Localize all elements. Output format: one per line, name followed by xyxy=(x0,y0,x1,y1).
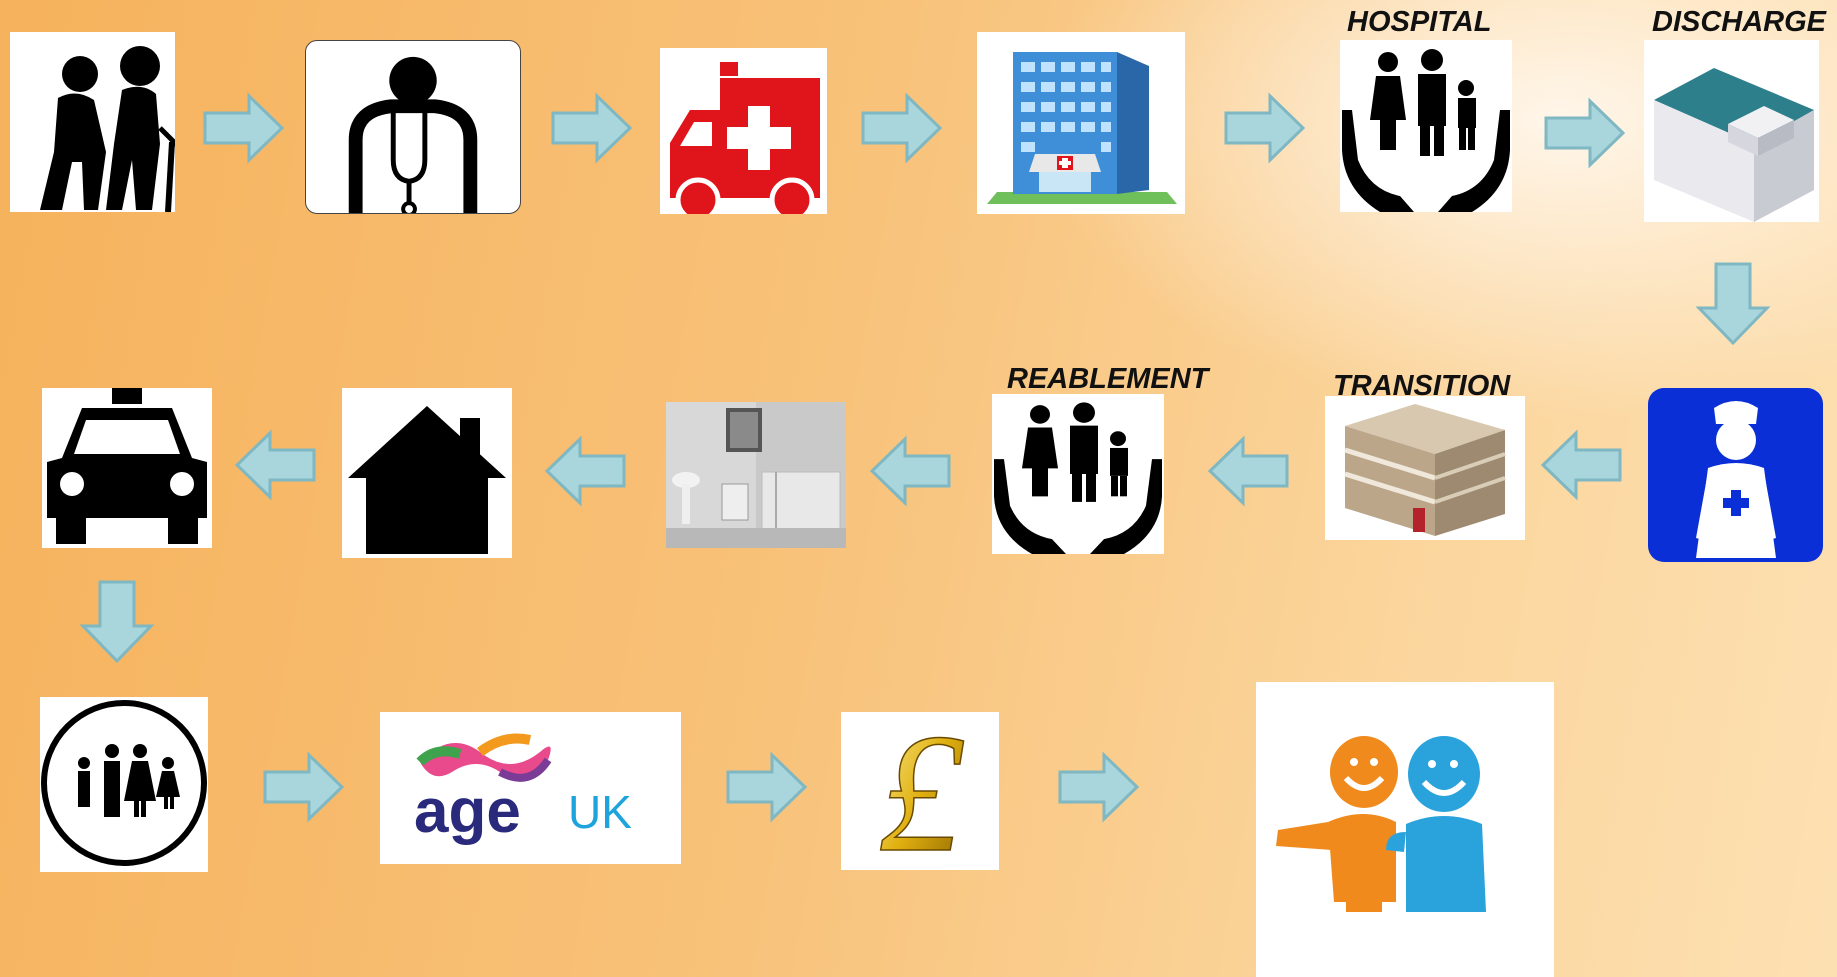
arrow-left xyxy=(869,435,951,507)
family-care-hands-icon xyxy=(992,394,1164,554)
hospital-label: HOSPITAL xyxy=(1347,6,1492,38)
pound-sign: £ xyxy=(879,712,965,870)
discharge-label: DISCHARGE xyxy=(1652,6,1827,38)
arrow-right xyxy=(1544,97,1626,169)
age-uk-logo-uk: UK xyxy=(568,786,632,838)
arrow-right xyxy=(1058,751,1140,823)
family-care-hands-icon xyxy=(1340,40,1512,212)
arrow-left xyxy=(1207,435,1289,507)
pound-sign-icon: £ xyxy=(841,712,999,870)
friends-icon xyxy=(1256,682,1554,977)
reablement-label: REABLEMENT xyxy=(1007,363,1209,395)
ambulance-icon xyxy=(660,48,827,214)
elderly-couple-icon xyxy=(10,32,175,212)
arrow-left xyxy=(1540,429,1622,501)
arrow-right xyxy=(861,92,943,164)
arrow-right xyxy=(1224,92,1306,164)
arrow-right xyxy=(551,92,633,164)
house-icon xyxy=(342,388,512,558)
arrow-left xyxy=(544,435,626,507)
arrow-right xyxy=(263,751,345,823)
arrow-down xyxy=(1695,262,1771,346)
taxi-icon xyxy=(42,388,212,548)
family-circle-icon xyxy=(40,697,208,872)
arrow-left xyxy=(234,429,316,501)
arrow-right xyxy=(726,751,808,823)
transition-building-icon xyxy=(1325,396,1525,540)
nurse-icon xyxy=(1648,388,1823,562)
age-uk-logo: age UK xyxy=(380,712,681,864)
hospital-building-icon xyxy=(977,32,1185,214)
arrow-right xyxy=(203,92,285,164)
age-uk-logo-age: age xyxy=(414,777,521,846)
discharge-building-icon xyxy=(1644,40,1819,222)
arrow-down xyxy=(79,580,155,664)
doctor-icon xyxy=(305,40,521,214)
bathroom-photo xyxy=(666,402,846,548)
